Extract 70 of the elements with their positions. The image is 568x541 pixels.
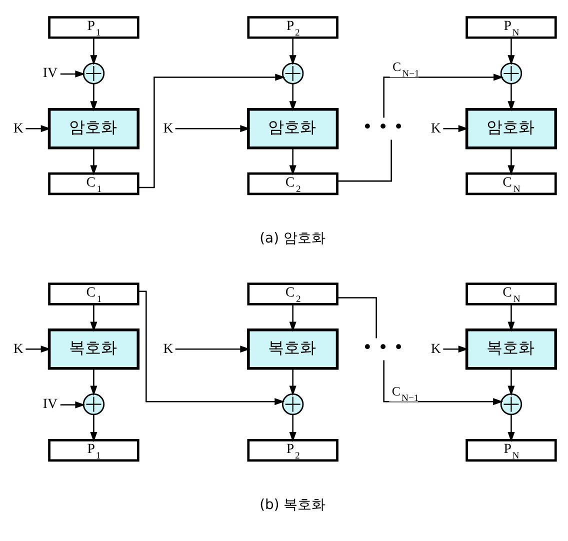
arrow: [383, 360, 504, 405]
node-box: P$_{2}$: [247, 16, 338, 38]
arrow: [26, 124, 51, 132]
arrow: [60, 400, 86, 408]
connector: [338, 296, 377, 338]
arrow: [383, 73, 504, 118]
connector: [337, 139, 392, 182]
node-text: K: [430, 341, 441, 356]
arrow: [175, 124, 250, 132]
node-box: P$_{N}$: [466, 438, 557, 462]
node-box: C$_{2}$: [247, 172, 338, 195]
node-text: K: [163, 341, 174, 356]
arrow: [60, 70, 86, 78]
node-box: C$_{2}$: [247, 282, 338, 305]
arrow: [443, 345, 468, 352]
arrow: [289, 414, 296, 442]
node-box: 복호화: [247, 328, 339, 370]
node-box: P$_{N}$: [466, 16, 557, 38]
node-box: 복호화: [465, 328, 558, 370]
arrow: [508, 414, 515, 442]
node-box: 암호화: [247, 107, 339, 149]
node-box: P$_{1}$: [48, 438, 140, 462]
node-box: 암호화: [465, 107, 558, 149]
label: (a) 암호화: [260, 230, 326, 246]
node-box: P$_{1}$: [48, 16, 140, 38]
arrow: [289, 147, 296, 175]
arrow: [26, 345, 51, 352]
arrow: [90, 368, 98, 396]
arrow: [289, 84, 296, 111]
arrow: [90, 147, 98, 175]
arrow: [289, 368, 296, 396]
label: (b) 복호화: [260, 496, 326, 513]
node-box: C$_{1}$: [48, 172, 140, 195]
node-box: C$_{N}$: [466, 282, 557, 305]
node-box: 암호화: [48, 107, 140, 149]
node-circle: [282, 392, 304, 415]
node-text: K: [13, 120, 24, 136]
arrow: [508, 84, 515, 111]
arrow: [289, 304, 296, 332]
edge-label: C$_{N−1}$: [392, 384, 419, 404]
node-text: IV: [42, 66, 58, 81]
node-box: 복호화: [48, 328, 140, 370]
node-text: K: [163, 120, 174, 136]
node-circle: [82, 62, 105, 84]
arrow: [508, 147, 515, 175]
arrow: [90, 37, 98, 65]
arrow: [138, 73, 286, 188]
node-circle: [500, 392, 522, 415]
node-circle: [282, 62, 304, 84]
node-box: P$_{2}$: [247, 438, 338, 462]
arrow: [508, 304, 515, 332]
node-box: C$_{1}$: [48, 282, 140, 305]
arrow: [443, 124, 468, 132]
node-text: IV: [42, 396, 58, 412]
arrow: [508, 368, 515, 396]
arrow: [175, 345, 250, 352]
node-text: K: [13, 341, 24, 356]
node-circle: [82, 392, 105, 415]
arrow: [90, 84, 98, 111]
edge-label: C$_{N−1}$: [392, 59, 420, 79]
node-box: C$_{N}$: [466, 172, 557, 195]
node-circle: [500, 62, 522, 84]
node-text: K: [430, 120, 441, 136]
arrow: [508, 37, 515, 65]
arrow: [289, 37, 296, 65]
node-text: • • •: [362, 338, 404, 358]
node-text: • • •: [362, 117, 404, 138]
arrow: [138, 290, 285, 405]
arrow: [90, 414, 98, 442]
arrow: [90, 304, 98, 332]
